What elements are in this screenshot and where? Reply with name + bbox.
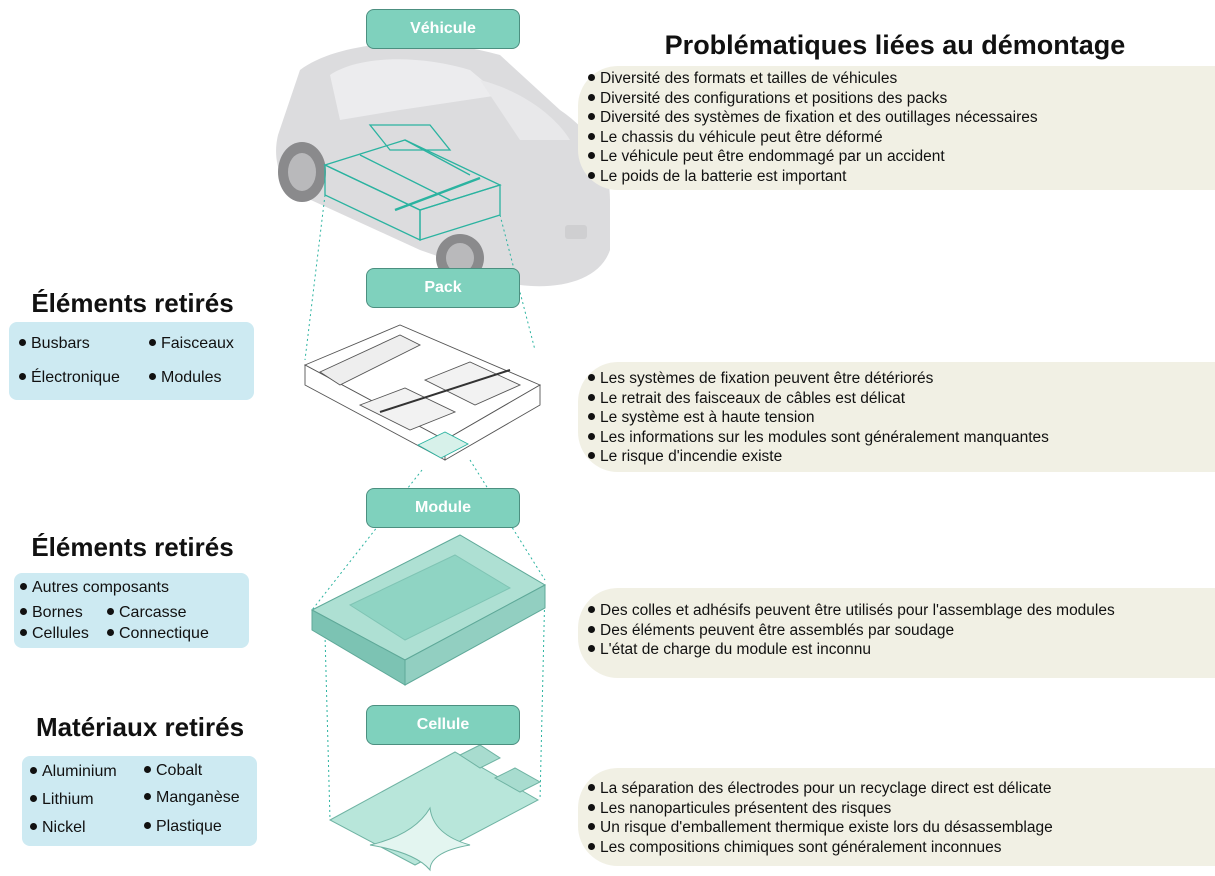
- removed-item: Cellules: [20, 625, 89, 643]
- issue-item: Diversité des configurations et position…: [588, 89, 1215, 109]
- removed-cell-title: Matériaux retirés: [35, 712, 245, 742]
- issue-item: Diversité des systèmes de fixation et de…: [588, 108, 1215, 128]
- stage-cellule-label: Cellule: [366, 705, 520, 745]
- removed-item: Lithium: [30, 791, 94, 809]
- removed-item: Busbars: [19, 335, 90, 353]
- removed-pack-title: Éléments retirés: [31, 288, 234, 318]
- removed-item: Nickel: [30, 819, 86, 837]
- removed-module-title: Éléments retirés: [31, 532, 234, 562]
- removed-item: Plastique: [144, 818, 222, 836]
- stage-vehicule-label: Véhicule: [366, 9, 520, 49]
- removed-item: Faisceaux: [149, 335, 234, 353]
- issue-item: Diversité des formats et tailles de véhi…: [588, 69, 1215, 89]
- car-illustration: [276, 43, 610, 287]
- issue-item: Le poids de la batterie est important: [588, 167, 1215, 187]
- car-battery-outline: [323, 124, 502, 242]
- issue-item: L'état de charge du module est inconnu: [588, 640, 1215, 660]
- issue-item: Les systèmes de fixation peuvent être dé…: [588, 369, 1215, 389]
- main-title: Problématiques liées au démontage: [664, 30, 1126, 60]
- stage-pack-label: Pack: [366, 268, 520, 308]
- removed-item: Bornes: [20, 604, 83, 622]
- issue-item: La séparation des électrodes pour un rec…: [588, 779, 1215, 799]
- issues-cellule: La séparation des électrodes pour un rec…: [578, 768, 1215, 866]
- issue-item: Le véhicule peut être endommagé par un a…: [588, 147, 1215, 167]
- issues-vehicule: Diversité des formats et tailles de véhi…: [578, 66, 1215, 190]
- issue-item: Des colles et adhésifs peuvent être util…: [588, 601, 1215, 621]
- removed-item: Électronique: [19, 369, 120, 387]
- issues-module: Des colles et adhésifs peuvent être util…: [578, 588, 1215, 678]
- stage-module-label: Module: [366, 488, 520, 528]
- removed-module-box: Autres composants Bornes Carcasse Cellul…: [14, 573, 249, 648]
- removed-item: Carcasse: [107, 604, 187, 622]
- removed-item: Cobalt: [144, 762, 202, 780]
- removed-item: Autres composants: [20, 579, 169, 597]
- removed-pack-box: Busbars Faisceaux Électronique Modules: [9, 322, 254, 400]
- removed-cell-box: Aluminium Cobalt Lithium Manganèse Nicke…: [22, 756, 257, 846]
- issue-item: Le risque d'incendie existe: [588, 447, 1215, 467]
- cell-illustration: [328, 744, 542, 872]
- issue-item: Les compositions chimiques sont générale…: [588, 838, 1215, 858]
- removed-item: Manganèse: [144, 789, 240, 807]
- issue-item: Un risque d'emballement thermique existe…: [588, 818, 1215, 838]
- issue-item: Le retrait des faisceaux de câbles est d…: [588, 389, 1215, 409]
- issue-item: Des éléments peuvent être assemblés par …: [588, 621, 1215, 641]
- removed-item: Connectique: [107, 625, 209, 643]
- removed-item: Aluminium: [30, 763, 117, 781]
- issues-pack: Les systèmes de fixation peuvent être dé…: [578, 362, 1215, 472]
- removed-item: Modules: [149, 369, 221, 387]
- issue-item: Les informations sur les modules sont gé…: [588, 428, 1215, 448]
- issue-item: Le système est à haute tension: [588, 408, 1215, 428]
- module-illustration: [310, 534, 547, 686]
- issue-item: Les nanoparticules présentent des risque…: [588, 799, 1215, 819]
- issue-item: Le chassis du véhicule peut être déformé: [588, 128, 1215, 148]
- pack-illustration: [303, 324, 542, 461]
